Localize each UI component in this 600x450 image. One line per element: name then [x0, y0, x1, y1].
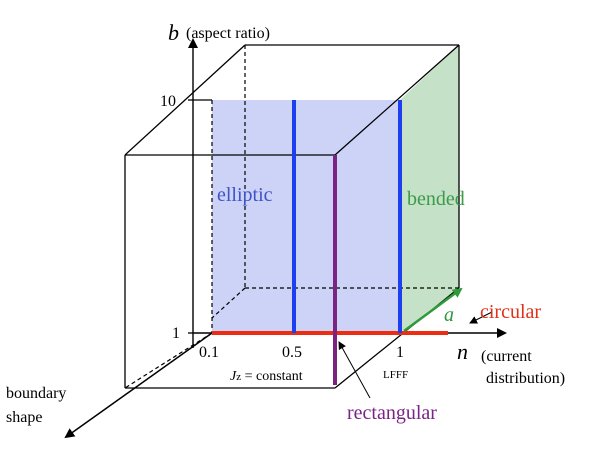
boundary-axis-label-line1: boundary: [6, 385, 66, 402]
n-axis-label-line2: distribution): [486, 370, 565, 387]
a-arrow: [403, 287, 463, 333]
cube-bottom-depth-dashed: [211, 287, 246, 319]
rectangular-pointer-arrow: [338, 341, 371, 399]
boundary-axis: [64, 332, 213, 439]
elliptic-label: elliptic: [217, 184, 273, 206]
b-tick-10-label: 10: [160, 93, 176, 110]
rectangular-label: rectangular: [347, 402, 437, 424]
a-label: a: [444, 304, 454, 326]
bended-label: bended: [407, 188, 465, 210]
n-tick-1-label: 1: [396, 344, 404, 361]
circular-pointer-arrow: [469, 311, 493, 324]
b-tick-1-label: 1: [172, 325, 180, 342]
cube-top-left-depth: [124, 44, 246, 156]
boundary-axis-label-line2: shape: [6, 409, 42, 426]
lfff-label: LFFF: [383, 369, 408, 381]
jz-equals-constant: = constant: [241, 369, 303, 384]
n-tick-01-label: 0.1: [199, 344, 219, 361]
n-axis-label-line1: (current: [481, 348, 532, 365]
circular-label: circular: [480, 301, 541, 323]
b-axis-label: (aspect ratio): [186, 25, 270, 42]
jz-subscript: z: [236, 371, 241, 383]
n-tick-05-label: 0.5: [282, 344, 302, 361]
n-axis-symbol: n: [457, 339, 468, 364]
cube-inner-dashed-depth: [124, 332, 213, 389]
cube-top-right-depth: [334, 44, 460, 156]
jz-constant-label: Jz = constant: [230, 369, 303, 384]
bended-region: [400, 45, 459, 333]
b-axis-symbol: b: [168, 20, 179, 45]
jz-symbol: J: [230, 369, 237, 384]
elliptic-region: [212, 100, 400, 333]
